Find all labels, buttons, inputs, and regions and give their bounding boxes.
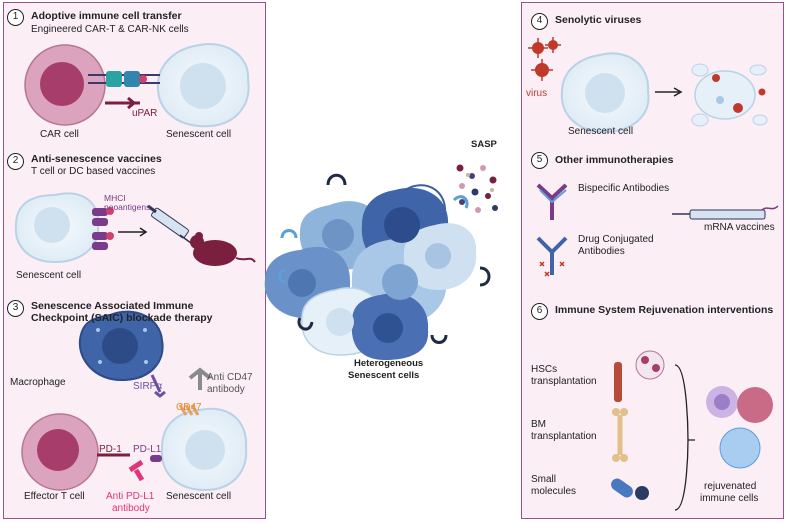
hsc-label-line2: transplantation [531, 376, 597, 387]
rejuvenated-cells [706, 386, 773, 469]
section-1-number: 1 [7, 9, 24, 26]
bracket [674, 364, 695, 511]
section-4-title: Senolytic viruses [555, 14, 642, 26]
bispecific-label: Bispecific Antibodies [578, 183, 670, 194]
anti-pdl1-label-line1: Anti PD-L1 [106, 491, 155, 502]
heterogeneous-label-line1: Heterogeneous [354, 358, 424, 369]
senescent-cell-label-2: Senescent cell [16, 270, 82, 281]
bm-label-line2: transplantation [531, 431, 597, 442]
section-2-subtitle: T cell or DC based vaccines [31, 166, 156, 177]
pill-icon [611, 478, 649, 500]
macrophage [78, 310, 166, 398]
rejuvenated-label-line1: rejuvenated [704, 481, 757, 492]
anti-cd47-antibody [188, 367, 212, 390]
bispecific-antibody-icon [536, 183, 568, 220]
virus-icons [528, 37, 561, 81]
syringe-icon [147, 204, 196, 247]
senescent-cell-4 [560, 52, 650, 134]
sirpa-label: SIRPα [133, 381, 163, 392]
mrna-vaccine-icon [672, 205, 779, 220]
mouse-icon [190, 232, 256, 266]
bone-icon [612, 408, 628, 462]
senescent-cell-label-4: Senescent cell [568, 126, 634, 137]
lysed-cell [691, 63, 768, 127]
drug-conjugated-label-line1: Drug Conjugated [578, 234, 654, 245]
bm-label-line1: BM [531, 419, 546, 430]
section-5-number: 5 [531, 152, 548, 169]
effector-t-cell-label: Effector T cell [24, 491, 85, 502]
section-3-title-line1: Senescence Associated Immune [31, 300, 194, 312]
hsc-label-line1: HSCs [531, 364, 558, 375]
senescent-cell-3 [160, 407, 248, 492]
small-molecules-label-line2: molecules [531, 486, 577, 497]
sasp-dots [456, 164, 498, 213]
macrophage-label: Macrophage [10, 377, 66, 388]
effector-t-cell [21, 413, 99, 491]
pdl1-label: PD-L1 [133, 444, 162, 455]
senescent-cluster [264, 173, 491, 360]
pd1-label: PD-1 [99, 444, 122, 455]
virus-label: virus [526, 88, 548, 99]
mhc1-complex [92, 207, 148, 250]
anti-pdl1-label-line2: antibody [112, 503, 150, 514]
hsc-tube-icon [614, 350, 665, 402]
section-1-title: Adoptive immune cell transfer [31, 10, 182, 22]
senescent-cell-2 [14, 192, 100, 264]
section-3-title-line2: Checkpoint (SAIC) blockade therapy [31, 312, 213, 324]
drug-conjugated-label-line2: Antibodies [578, 246, 625, 257]
mrna-label: mRNA vaccines [704, 222, 775, 233]
neoantigens-label: neoantigens [104, 202, 151, 212]
car-receptor [88, 71, 160, 110]
section-2-number: 2 [7, 153, 24, 170]
cd47-label: CD47 [176, 402, 202, 413]
car-cell-label: CAR cell [40, 129, 79, 140]
section-6-number: 6 [531, 303, 548, 320]
small-molecules-label-line1: Small [531, 474, 557, 485]
rejuvenated-label-line2: immune cells [700, 493, 759, 504]
pd1-pdl1 [97, 404, 200, 482]
senescent-cell-label-1: Senescent cell [166, 129, 232, 140]
mhc1-label: MHCI [104, 193, 126, 203]
arrow-4 [655, 87, 683, 97]
section-6-title: Immune System Rejuvenation interventions [555, 304, 774, 316]
drug-conjugated-antibody-icon [536, 236, 568, 277]
car-cell [24, 44, 106, 126]
heterogeneous-label-line2: Senescent cells [348, 370, 420, 381]
sasp-label: SASP [471, 139, 497, 150]
anti-cd47-label-line2: antibody [207, 384, 245, 395]
senescent-cell-label-3: Senescent cell [166, 491, 232, 502]
upar-label: uPAR [132, 108, 158, 119]
section-2-title: Anti-senescence vaccines [31, 153, 162, 165]
section-1-subtitle: Engineered CAR-T & CAR-NK cells [31, 24, 189, 35]
section-3-number: 3 [7, 300, 24, 317]
anti-cd47-label-line1: Anti CD47 [207, 372, 253, 383]
section-5-title: Other immunotherapies [555, 154, 674, 166]
section-4-number: 4 [531, 13, 548, 30]
senescent-cell-1 [156, 43, 250, 128]
